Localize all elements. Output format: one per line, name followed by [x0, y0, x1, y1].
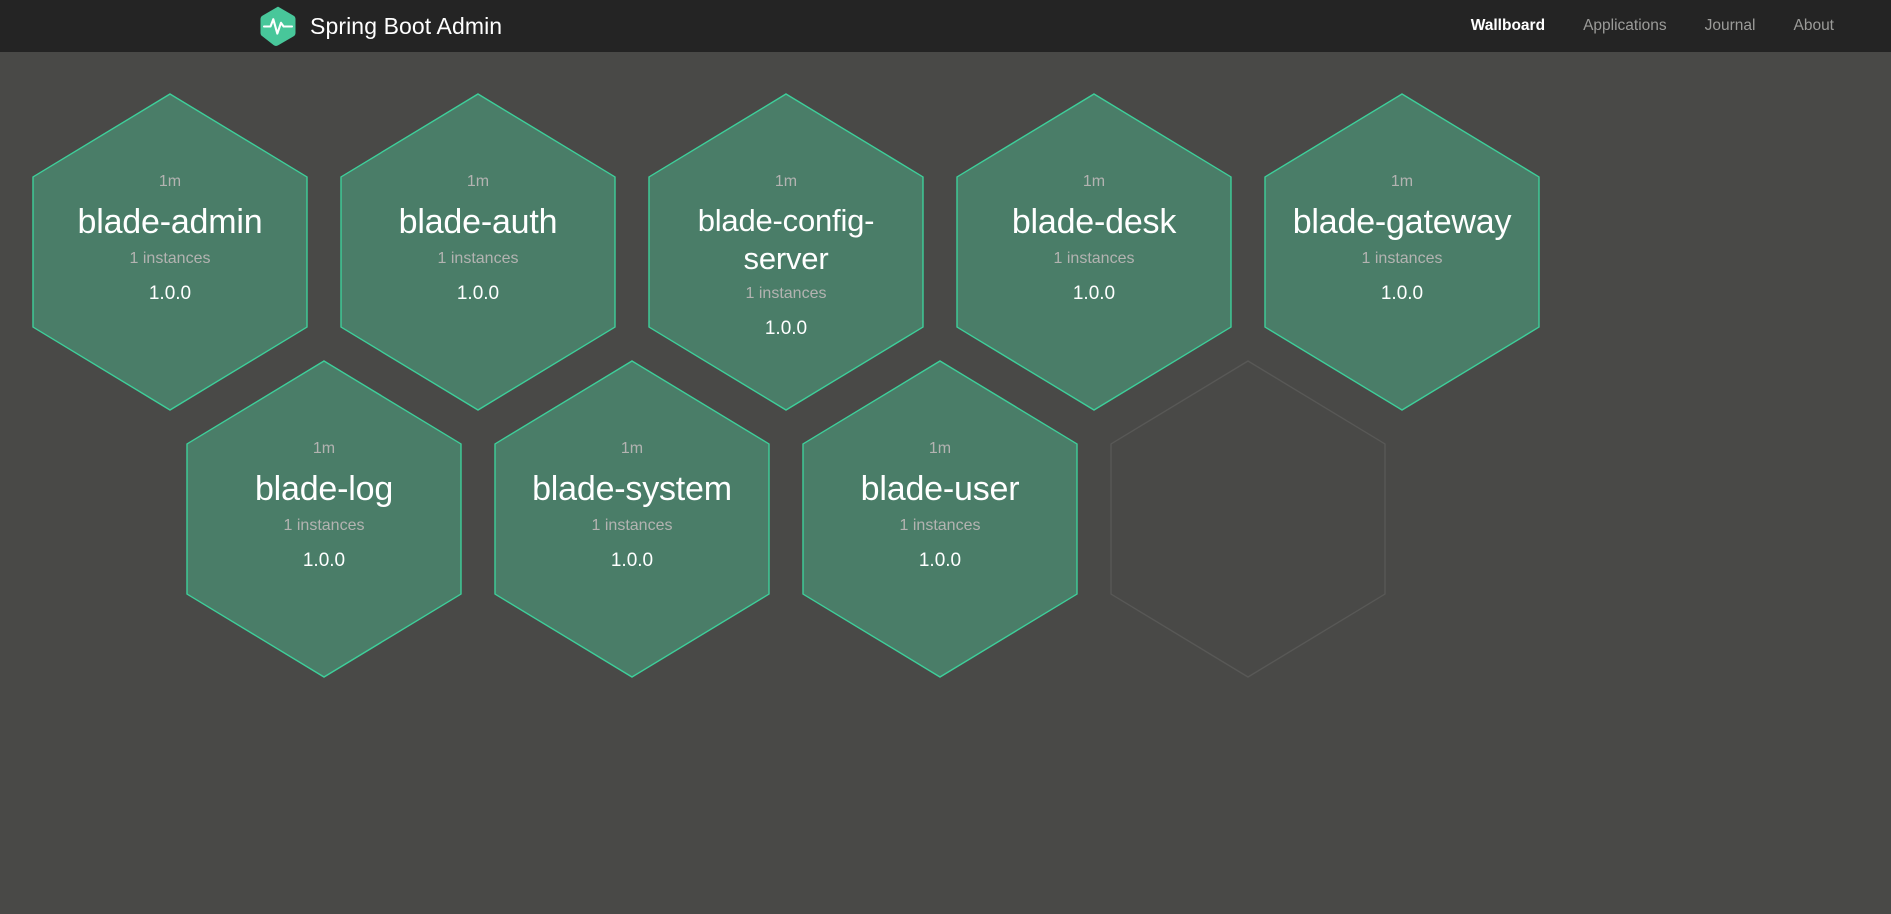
top-navbar: Spring Boot Admin Wallboard Applications…	[0, 0, 1891, 52]
nav-item-about[interactable]: About	[1793, 17, 1834, 34]
brand-title: Spring Boot Admin	[310, 12, 503, 39]
nav-item-journal[interactable]: Journal	[1704, 17, 1756, 34]
main-nav: Wallboard Applications Journal About	[1452, 0, 1853, 52]
nav-item-wallboard[interactable]: Wallboard	[1470, 17, 1546, 34]
nav-item-applications[interactable]: Applications	[1583, 17, 1667, 34]
heartbeat-hexagon-icon	[259, 5, 297, 47]
empty-hexagon-slot	[1109, 359, 1387, 679]
brand-link[interactable]: Spring Boot Admin	[259, 0, 502, 52]
